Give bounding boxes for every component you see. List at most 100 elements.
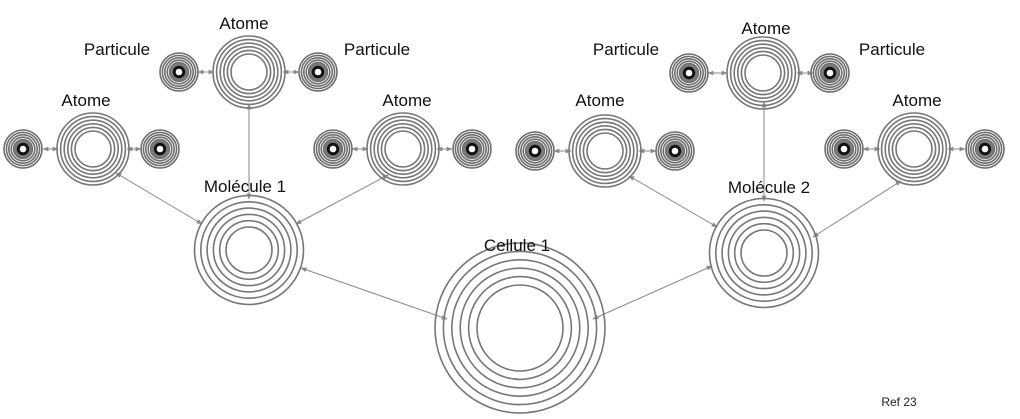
molecule-ring [225,226,273,274]
particle-node [515,131,555,171]
atom-label: Atome [575,91,624,110]
particle-ring [140,129,180,169]
particle-ring [168,61,190,83]
particle-ring [147,136,173,162]
particle-label: Particule [859,40,925,59]
particle-ring [302,56,333,87]
particle-ring [969,134,1000,165]
atom-ring [726,36,800,110]
particle-node [140,129,180,169]
particle-ring [817,60,843,86]
cell-ring [476,284,564,372]
atom-ring [578,125,631,178]
particle-core [826,69,834,77]
particle-ring [673,57,704,88]
particle-core [981,145,989,153]
particle-ring [824,129,864,169]
particle-ring [164,56,195,87]
particle-ring [662,138,688,164]
atom-ring [571,117,639,185]
nodes [3,35,1005,414]
particle-ring [461,138,483,160]
particle-label: Particule [593,40,659,59]
particle-core [19,145,27,153]
particle-node [965,129,1005,169]
atom-node [568,114,642,188]
particle-node [810,53,850,93]
atom-ring [744,54,782,92]
particle-core [329,145,337,153]
particle-core [314,68,322,76]
molecule-ring [727,216,801,290]
particle-core [685,69,693,77]
atom-ring [736,46,789,100]
particle-ring [12,138,34,160]
cell-node [434,242,606,414]
atom-node [366,112,440,186]
particle-node [824,129,864,169]
atom-ring [880,115,948,183]
molecule-ring [740,229,788,277]
particle-ring [300,54,336,90]
particle-ring [657,133,693,169]
particle-ring [831,136,857,162]
particle-core [671,147,679,155]
particle-ring [967,131,1003,167]
particle-ring [317,134,348,165]
particle-core [468,145,476,153]
particle-ring [322,138,344,160]
atom-ring [67,123,120,176]
atom-node [212,35,286,109]
molecule-ring [733,222,795,284]
molecule-ring [218,219,280,281]
molecule-ring [212,213,286,287]
link-molecule-2-atom-3 [812,180,902,238]
particle-ring [517,133,553,169]
particle-ring [974,138,996,160]
particle-ring [671,55,707,91]
atom-ring [56,112,130,186]
atom-ring [568,114,642,188]
atom-ring [219,42,279,102]
atom-ring [891,126,937,172]
atom-ring [575,121,635,181]
molecule-ring [200,201,299,300]
atom-ring [215,38,283,106]
particle-ring [676,60,702,86]
atom-ring [373,119,433,179]
link-molecule-1-atom-1 [115,172,203,225]
molecule-ring [193,194,305,306]
particle-node [313,129,353,169]
molecule-ring [721,210,807,296]
particle-ring [305,59,331,85]
atom-ring [582,128,628,174]
particle-ring [145,134,176,165]
particle-node [3,129,43,169]
link-cell-molecule-1 [300,267,448,320]
particle-ring [454,131,490,167]
molecule-ring [708,197,820,309]
particle-ring [307,61,329,83]
particle-ring [522,138,548,164]
particle-ring [315,131,351,167]
atom-label: Atome [61,91,110,110]
particle-ring [5,131,41,167]
particle-ring [459,136,485,162]
atom-label: Atome [892,91,941,110]
cell-ring [450,258,589,397]
atom-ring [63,119,123,179]
atom-ring [887,123,940,176]
atom-ring [895,130,933,168]
particle-ring [161,54,197,90]
particle-ring [826,131,862,167]
particle-ring [10,136,36,162]
particle-core [531,147,539,155]
atom-ring [884,119,944,179]
particle-ring [965,129,1005,169]
molecule-label: Molécule 2 [728,178,810,197]
cell-label: Cellule 1 [484,236,550,255]
particle-ring [972,136,998,162]
atom-ring [380,126,426,172]
particle-ring [810,53,850,93]
particle-node [655,131,695,171]
